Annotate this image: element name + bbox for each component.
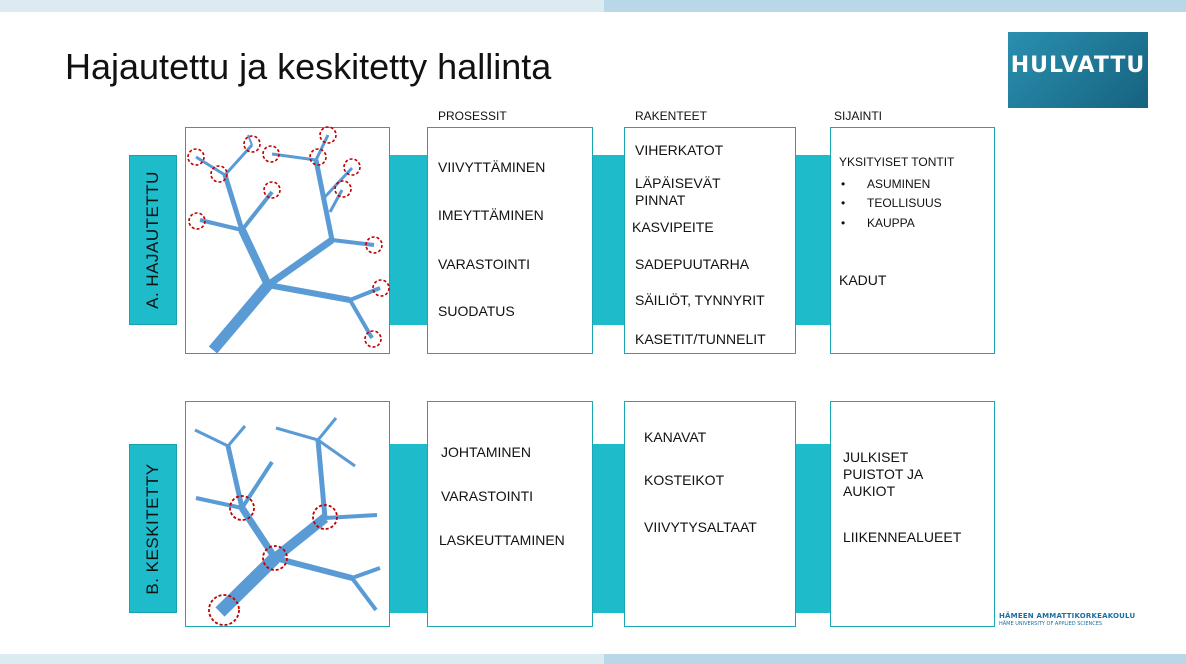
- connector-b-1: [389, 444, 429, 613]
- circle-marker: [243, 135, 261, 153]
- processes-box-b: JOHTAMINEN VARASTOINTI LASKEUTTAMINEN: [427, 401, 593, 627]
- structure-item: KASVIPEITE: [632, 219, 714, 235]
- connector-b-3: [794, 444, 832, 613]
- circle-marker: [334, 180, 352, 198]
- circle-marker: [312, 504, 338, 530]
- location-item: JULKISET PUISTOT JA AUKIOT: [843, 449, 923, 499]
- circle-marker: [210, 165, 228, 183]
- structure-item: SÄILIÖT, TYNNYRIT: [635, 292, 765, 308]
- circle-marker: [364, 330, 382, 348]
- column-header-location: SIJAINTI: [834, 109, 883, 123]
- row-label-b: B. KESKITETTY: [129, 444, 177, 613]
- top-band-dark: [604, 0, 1186, 12]
- column-header-processes: PROSESSIT: [438, 109, 507, 123]
- logo-text: HULVATTU: [1010, 53, 1146, 78]
- structures-box-b: KANAVAT KOSTEIKOT VIIVYTYSALTAAT: [624, 401, 796, 627]
- process-item: SUODATUS: [438, 303, 515, 319]
- tree-centralized-icon: [194, 417, 381, 617]
- circle-marker: [187, 148, 205, 166]
- circle-marker: [365, 236, 383, 254]
- bottom-band-dark: [604, 654, 1186, 664]
- structure-item: KASETIT/TUNNELIT: [635, 331, 766, 347]
- structure-item: SADEPUUTARHA: [635, 256, 750, 272]
- top-band-light: [0, 0, 604, 12]
- process-item: VARASTOINTI: [441, 488, 534, 504]
- process-item: IMEYTTÄMINEN: [438, 207, 544, 223]
- structure-item: VIHERKATOT: [635, 142, 724, 158]
- location-box-a: YKSITYISET TONTIT ASUMINEN TEOLLISUUS KA…: [830, 127, 995, 354]
- structure-item: LÄPÄISEVÄT PINNAT: [635, 175, 721, 208]
- circle-marker: [319, 126, 337, 144]
- tree-box-a: [185, 127, 390, 354]
- location-item: LIIKENNEALUEET: [843, 529, 962, 545]
- location-heading: YKSITYISET TONTIT: [839, 155, 955, 169]
- slide-title: Hajautettu ja keskitetty hallinta: [65, 46, 552, 87]
- location-bullet: KAUPPA: [841, 216, 915, 230]
- processes-box-a: VIIVYTTÄMINEN IMEYTTÄMINEN VARASTOINTI S…: [427, 127, 593, 354]
- tree-box-b: [185, 401, 390, 627]
- connector-a-3: [794, 155, 832, 325]
- process-item: VARASTOINTI: [438, 256, 531, 272]
- process-item: VIIVYTTÄMINEN: [438, 159, 546, 175]
- circle-marker: [229, 495, 255, 521]
- column-header-structures: RAKENTEET: [635, 109, 708, 123]
- circle-marker: [262, 545, 288, 571]
- university-name-fi: HÄMEEN AMMATTIKORKEAKOULU: [999, 612, 1136, 620]
- location-bullet: ASUMINEN: [841, 177, 930, 191]
- circle-marker: [343, 158, 361, 176]
- bottom-band-light: [0, 654, 604, 664]
- connector-a-1: [389, 155, 429, 325]
- process-item: JOHTAMINEN: [441, 444, 531, 460]
- circle-marker: [188, 212, 206, 230]
- circle-marker: [309, 148, 327, 166]
- circle-marker: [208, 594, 240, 626]
- hulvattu-logo: HULVATTU: [1008, 32, 1148, 108]
- structures-box-a: VIHERKATOT LÄPÄISEVÄT PINNAT KASVIPEITE …: [624, 127, 796, 354]
- row-label-a: A. HAJAUTETTU: [129, 155, 177, 325]
- circle-marker: [372, 279, 390, 297]
- location-item: KADUT: [839, 272, 887, 288]
- university-name-en: HÄME UNIVERSITY OF APPLIED SCIENCES: [999, 621, 1103, 627]
- circle-marker: [263, 181, 281, 199]
- structure-item: KANAVAT: [644, 429, 707, 445]
- process-item: LASKEUTTAMINEN: [439, 532, 565, 548]
- tree-centralized-circles: [208, 495, 338, 626]
- location-bullet: TEOLLISUUS: [841, 196, 942, 210]
- structure-item: VIIVYTYSALTAAT: [644, 519, 757, 535]
- location-box-b: JULKISET PUISTOT JA AUKIOT LIIKENNEALUEE…: [830, 401, 995, 627]
- tree-distributed-circles: [187, 126, 390, 348]
- connector-b-2: [592, 444, 626, 613]
- structure-item: KOSTEIKOT: [644, 472, 725, 488]
- university-logo: HÄMEEN AMMATTIKORKEAKOULU HÄME UNIVERSIT…: [999, 612, 1135, 627]
- circle-marker: [262, 145, 280, 163]
- connector-a-2: [592, 155, 626, 325]
